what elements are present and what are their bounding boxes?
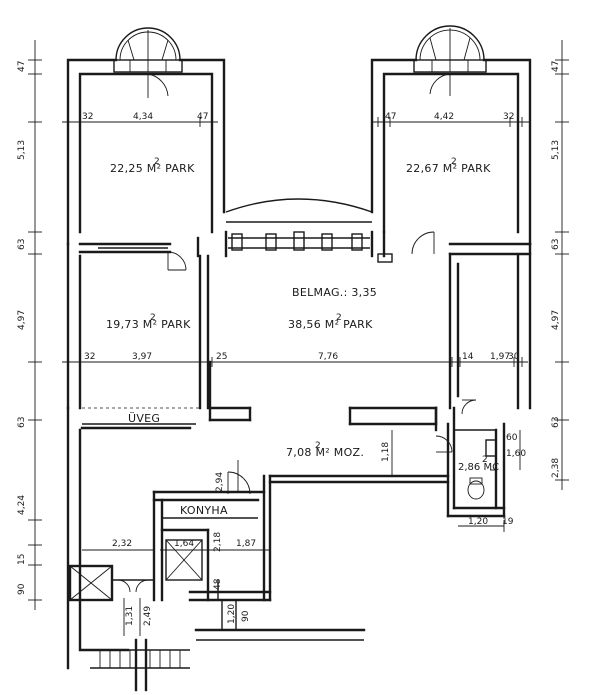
left-dimension-line [28, 40, 42, 610]
room-top-right-label: 22,67 M² PARK [406, 162, 491, 175]
dim-mid-g: 30 [508, 352, 520, 362]
wc-label: 2,86 MC [458, 462, 499, 473]
door-swings [117, 231, 477, 593]
kitchen-label: KONYHA [180, 504, 228, 517]
dim-top-c: 47 [197, 112, 208, 122]
dim-inner-c: 2,32 [112, 539, 132, 549]
dim-right-b: 5,13 [551, 140, 561, 160]
dim-inner-i: 2,49 [143, 606, 153, 626]
sq-mark: 2 [315, 441, 321, 451]
sq-mark: 2 [336, 313, 342, 323]
dim-left-c: 63 [17, 239, 27, 250]
dim-inner-l: 60 [506, 433, 518, 443]
dim-top-d: 47 [385, 112, 396, 122]
dim-inner-o: 19 [502, 517, 514, 527]
dim-top-e: 4,42 [434, 112, 454, 122]
wall-stubs [231, 231, 393, 263]
exterior-walls [66, 58, 532, 670]
dim-inner-m: 1,60 [506, 449, 526, 459]
living-room-label: 38,56 M² PARK [288, 318, 373, 331]
room-mid-left-label: 19,73 M² PARK [106, 318, 191, 331]
dim-inner-b: 1,18 [381, 442, 391, 462]
interior-walls [78, 230, 532, 410]
dim-left-f: 4,24 [17, 495, 27, 515]
dim-left-d: 4,97 [17, 310, 27, 330]
balcony-left [113, 27, 183, 98]
dim-top-b: 4,34 [133, 112, 153, 122]
dim-top-a: 32 [82, 112, 93, 122]
dim-inner-d: 1,64 [174, 539, 194, 549]
dim-left-e: 63 [17, 417, 27, 428]
room-top-left-label: 22,25 M² PARK [110, 162, 195, 175]
glass-label: ÜVEG [128, 412, 160, 425]
sq-mark: 2 [482, 455, 488, 465]
dim-inner-j: 1,20 [227, 604, 237, 624]
dim-right-f: 2,38 [551, 458, 561, 478]
balcony-right [413, 25, 487, 96]
dim-left-h: 90 [17, 583, 27, 595]
dim-inner-e: 2,18 [213, 532, 223, 552]
dim-right-d: 4,97 [551, 310, 561, 330]
ceiling-height-label: BELMAG.: 3,35 [292, 286, 377, 299]
dim-mid-f: 1,97 [490, 352, 510, 362]
sq-mark: 2 [154, 157, 160, 167]
sq-mark: 2 [451, 157, 457, 167]
hall-label: 7,08 M² MOZ. [286, 446, 364, 459]
dim-mid-e: 14 [462, 352, 474, 362]
dim-inner-g: 48 [213, 578, 223, 590]
dim-inner-k: 90 [241, 610, 251, 622]
dim-right-a: 47 [551, 61, 561, 72]
dim-inner-f: 1,87 [236, 539, 256, 549]
dim-mid-a: 32 [84, 352, 95, 362]
dim-right-c: 63 [551, 239, 561, 250]
dim-inner-h: 1,31 [125, 606, 135, 626]
dim-mid-b: 3,97 [132, 352, 152, 362]
sq-mark: 2 [150, 313, 156, 323]
dim-left-g: 15 [17, 554, 27, 565]
right-dimension-line [555, 40, 569, 490]
dim-mid-d: 7,76 [318, 352, 338, 362]
dim-inner-a: 2,94 [215, 472, 225, 492]
dim-left-b: 5,13 [17, 140, 27, 160]
dim-left-a: 47 [17, 61, 27, 72]
service-area [68, 406, 521, 692]
dim-right-e: 63 [551, 417, 561, 428]
dim-top-f: 32 [503, 112, 514, 122]
dim-inner-n: 1,20 [468, 517, 488, 527]
dim-mid-c: 25 [216, 352, 227, 362]
